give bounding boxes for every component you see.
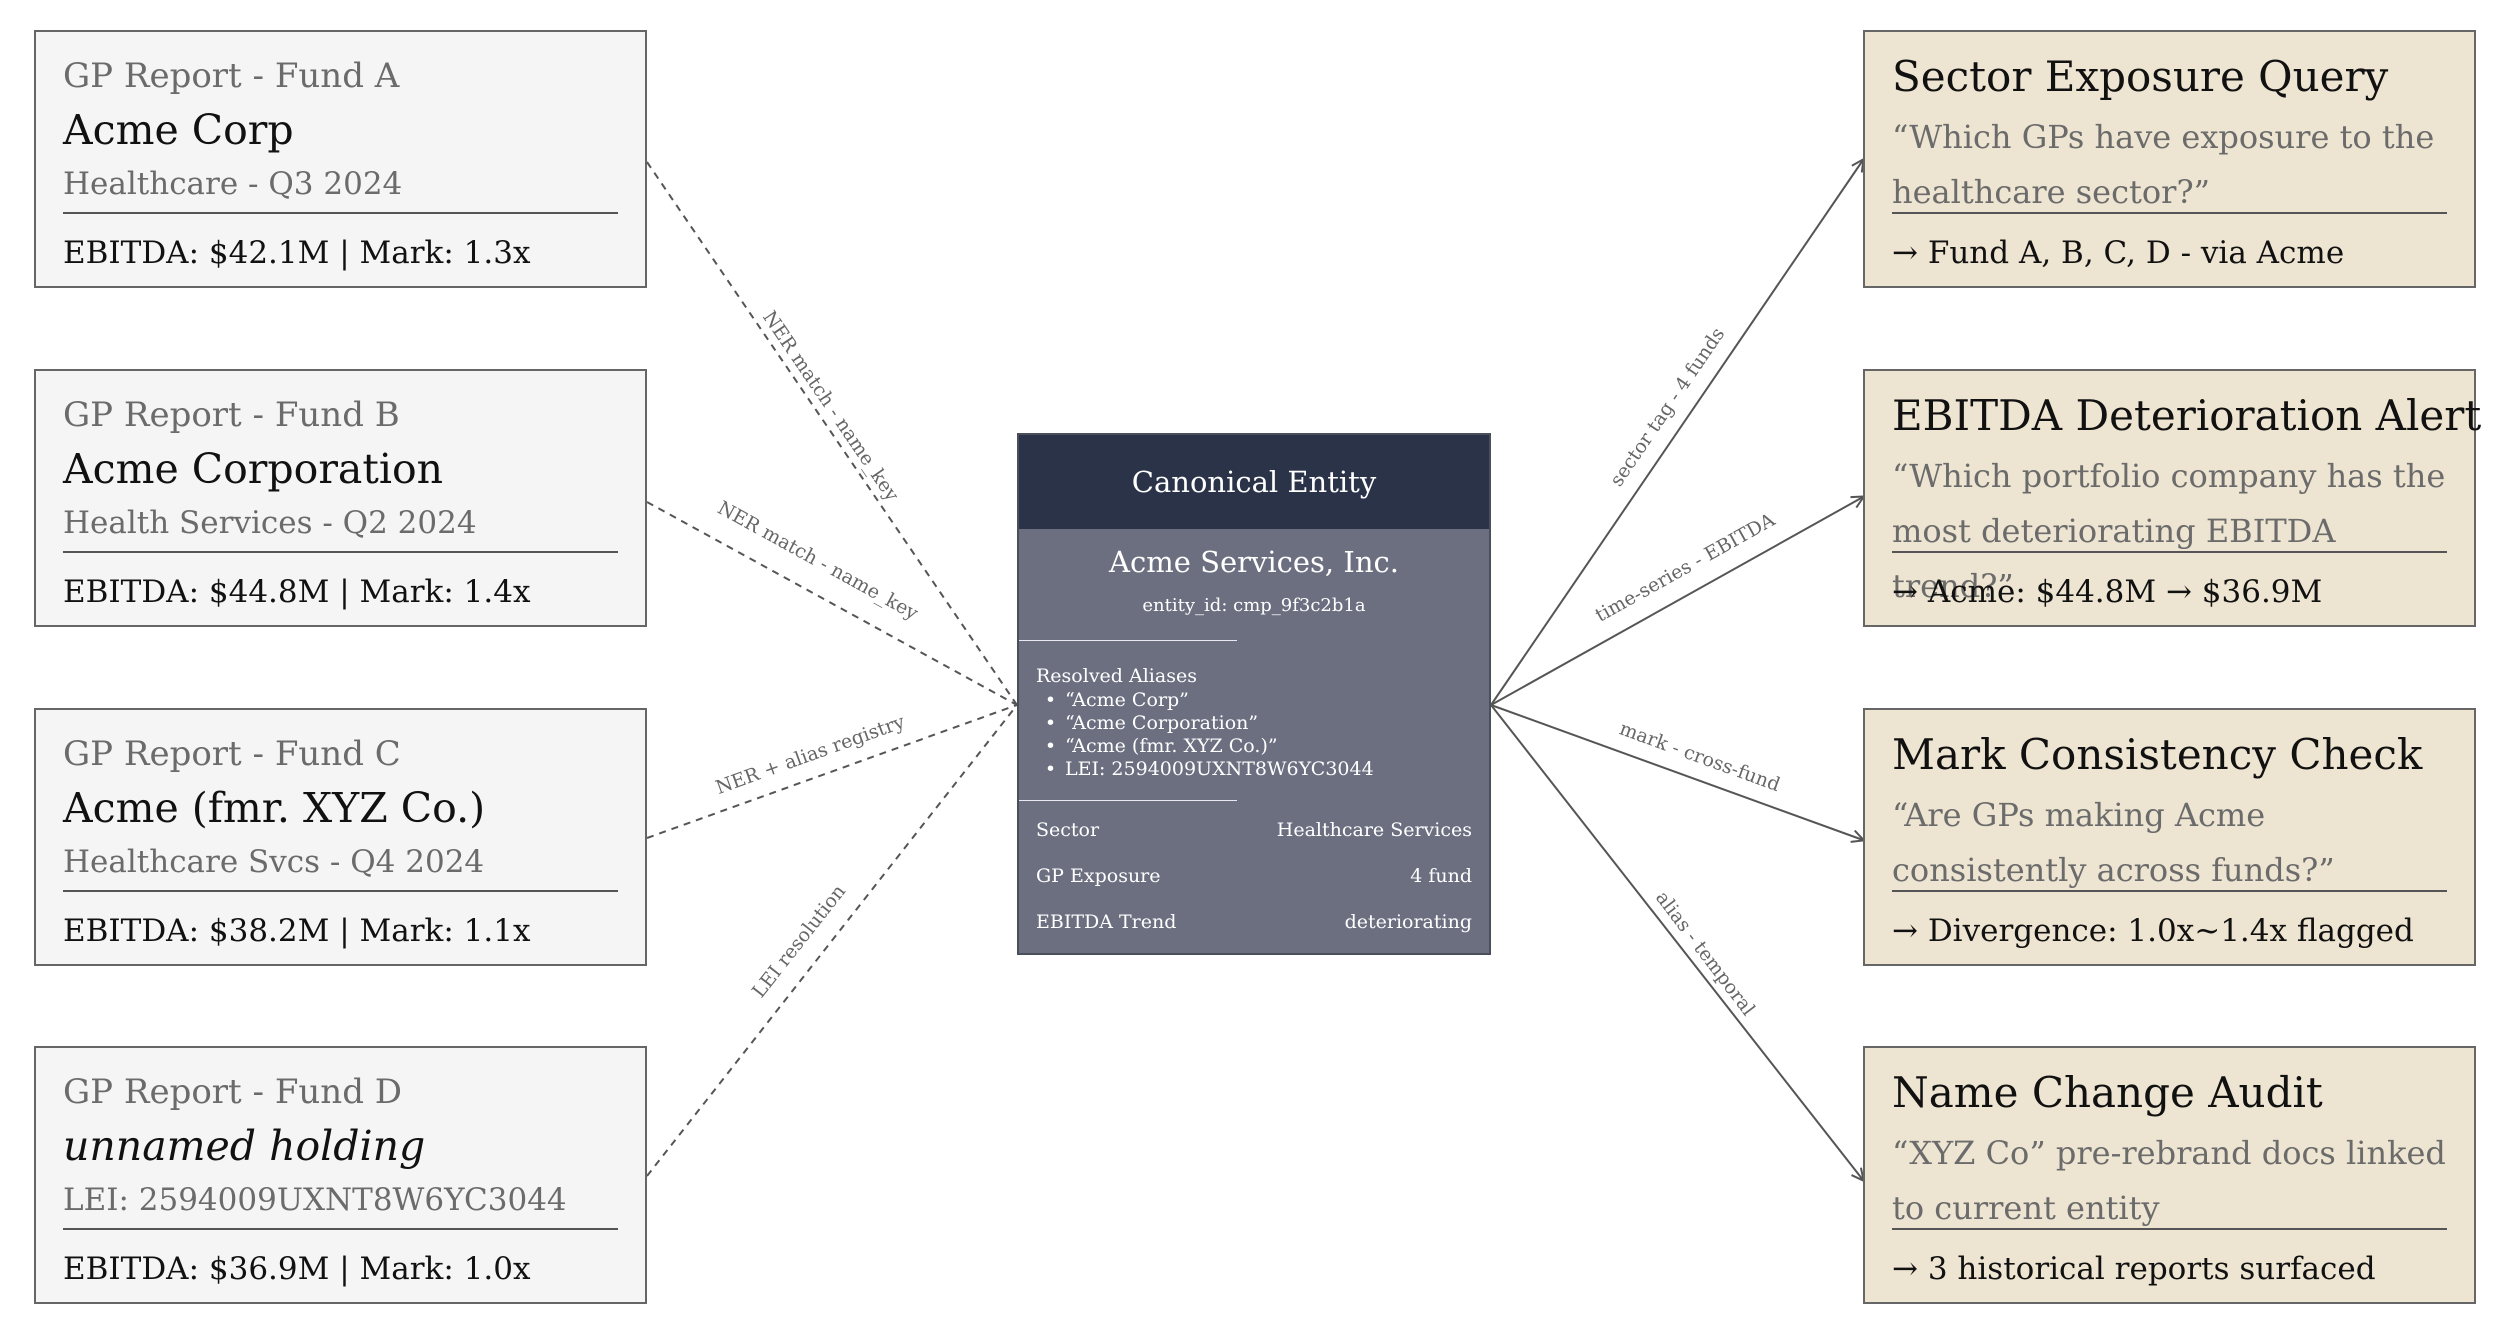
outbound-edge-ebitda xyxy=(1490,497,1863,706)
alias-list: “Acme Corp” “Acme Corporation” “Acme (fm… xyxy=(1036,689,1374,781)
outbound-edge-alias xyxy=(1490,704,1863,1180)
alias-item: LEI: 2594009UXNT8W6YC3044 xyxy=(1036,758,1374,781)
inbound-edge-c xyxy=(646,704,1018,839)
source-card-fund-b: GP Report - Fund B Acme Corporation Heal… xyxy=(34,369,647,627)
source-label: GP Report - Fund C xyxy=(63,734,401,774)
source-card-fund-c: GP Report - Fund C Acme (fmr. XYZ Co.) H… xyxy=(34,708,647,966)
field-value: deteriorating xyxy=(1344,911,1472,933)
source-meta: Health Services - Q2 2024 xyxy=(63,505,477,541)
query-title: EBITDA Deterioration Alert xyxy=(1892,391,2482,440)
entity-name: Acme Services, Inc. xyxy=(1109,545,1399,579)
edge-label-ebitda: time-series - EBITDA xyxy=(1592,509,1779,627)
source-entity-name: unnamed holding xyxy=(63,1122,426,1170)
edge-label-mark: mark - cross-fund xyxy=(1617,718,1784,797)
edge-label-fund-d: LEI resolution xyxy=(748,881,850,1002)
card-divider xyxy=(63,212,618,214)
query-title: Name Change Audit xyxy=(1892,1068,2323,1117)
query-result: → 3 historical reports surfaced xyxy=(1892,1251,2376,1287)
source-meta: Healthcare - Q3 2024 xyxy=(63,166,403,202)
query-text: “Are GPs making Acme consistently across… xyxy=(1892,796,2335,889)
source-label: GP Report - Fund D xyxy=(63,1072,403,1112)
query-text: “XYZ Co” pre-rebrand docs linked to curr… xyxy=(1892,1134,2446,1227)
entity-field-ebitda-trend: EBITDA Trend deteriorating xyxy=(1036,911,1472,933)
field-key: EBITDA Trend xyxy=(1036,911,1177,933)
entity-id: entity_id: cmp_9f3c2b1a xyxy=(1142,595,1366,616)
edge-label-fund-c: NER + alias registry xyxy=(713,711,908,799)
source-label: GP Report - Fund B xyxy=(63,395,400,435)
entity-field-gp-exposure: GP Exposure 4 fund xyxy=(1036,865,1472,887)
card-divider xyxy=(63,551,618,553)
alias-item: “Acme Corp” xyxy=(1036,689,1374,712)
inbound-edge-d xyxy=(646,704,1018,1177)
card-divider xyxy=(63,1228,618,1230)
card-divider xyxy=(1892,212,2447,214)
edge-label-fund-a: NER match - name_key xyxy=(758,307,903,506)
source-metrics: EBITDA: $44.8M | Mark: 1.4x xyxy=(63,574,531,610)
source-entity-name: Acme Corporation xyxy=(63,445,444,493)
card-divider xyxy=(63,890,618,892)
canonical-entity-card: Canonical Entity Acme Services, Inc. ent… xyxy=(1017,433,1491,955)
field-value: 4 fund xyxy=(1410,865,1472,887)
aliases-title: Resolved Aliases xyxy=(1036,665,1197,687)
source-meta: Healthcare Svcs - Q4 2024 xyxy=(63,844,485,880)
edge-label-fund-b: NER match - name_key xyxy=(714,497,922,625)
entity-field-sector: Sector Healthcare Services xyxy=(1036,819,1472,841)
query-card-mark-consistency: Mark Consistency Check “Are GPs making A… xyxy=(1863,708,2476,966)
edge-label-alias: alias - temporal xyxy=(1651,887,1759,1020)
card-divider xyxy=(1892,551,2447,553)
source-card-fund-a: GP Report - Fund A Acme Corp Healthcare … xyxy=(34,30,647,288)
query-result: → Divergence: 1.0x~1.4x flagged xyxy=(1892,913,2414,949)
field-key: GP Exposure xyxy=(1036,865,1161,887)
inbound-edge-b xyxy=(646,501,1018,706)
field-value: Healthcare Services xyxy=(1276,819,1472,841)
query-card-name-change-audit: Name Change Audit “XYZ Co” pre-rebrand d… xyxy=(1863,1046,2476,1304)
query-text: “Which portfolio company has the most de… xyxy=(1892,457,2446,605)
source-metrics: EBITDA: $42.1M | Mark: 1.3x xyxy=(63,235,531,271)
card-divider xyxy=(1892,1228,2447,1230)
source-metrics: EBITDA: $38.2M | Mark: 1.1x xyxy=(63,913,531,949)
alias-item: “Acme Corporation” xyxy=(1036,712,1374,735)
query-title: Sector Exposure Query xyxy=(1892,52,2389,101)
query-title: Mark Consistency Check xyxy=(1892,730,2423,779)
card-divider xyxy=(1892,890,2447,892)
query-result: → Acme: $44.8M → $36.9M xyxy=(1892,574,2323,610)
entity-divider xyxy=(1019,800,1237,801)
source-entity-name: Acme (fmr. XYZ Co.) xyxy=(63,784,486,832)
source-label: GP Report - Fund A xyxy=(63,56,400,96)
source-card-fund-d: GP Report - Fund D unnamed holding LEI: … xyxy=(34,1046,647,1304)
inbound-edge-a xyxy=(646,161,1018,706)
source-metrics: EBITDA: $36.9M | Mark: 1.0x xyxy=(63,1251,531,1287)
outbound-edge-sector xyxy=(1490,160,1863,706)
query-text: “Which GPs have exposure to the healthca… xyxy=(1892,118,2435,211)
canonical-entity-header: Canonical Entity xyxy=(1019,435,1489,529)
outbound-edge-mark xyxy=(1490,704,1863,840)
source-entity-name: Acme Corp xyxy=(63,106,294,154)
source-meta: LEI: 2594009UXNT8W6YC3044 xyxy=(63,1182,567,1218)
query-card-sector-exposure: Sector Exposure Query “Which GPs have ex… xyxy=(1863,30,2476,288)
query-card-ebitda-alert: EBITDA Deterioration Alert “Which portfo… xyxy=(1863,369,2481,627)
edge-label-sector: sector tag - 4 funds xyxy=(1606,324,1730,491)
alias-item: “Acme (fmr. XYZ Co.)” xyxy=(1036,735,1374,758)
field-key: Sector xyxy=(1036,819,1100,841)
entity-divider xyxy=(1019,640,1237,641)
query-result: → Fund A, B, C, D - via Acme xyxy=(1892,235,2345,271)
